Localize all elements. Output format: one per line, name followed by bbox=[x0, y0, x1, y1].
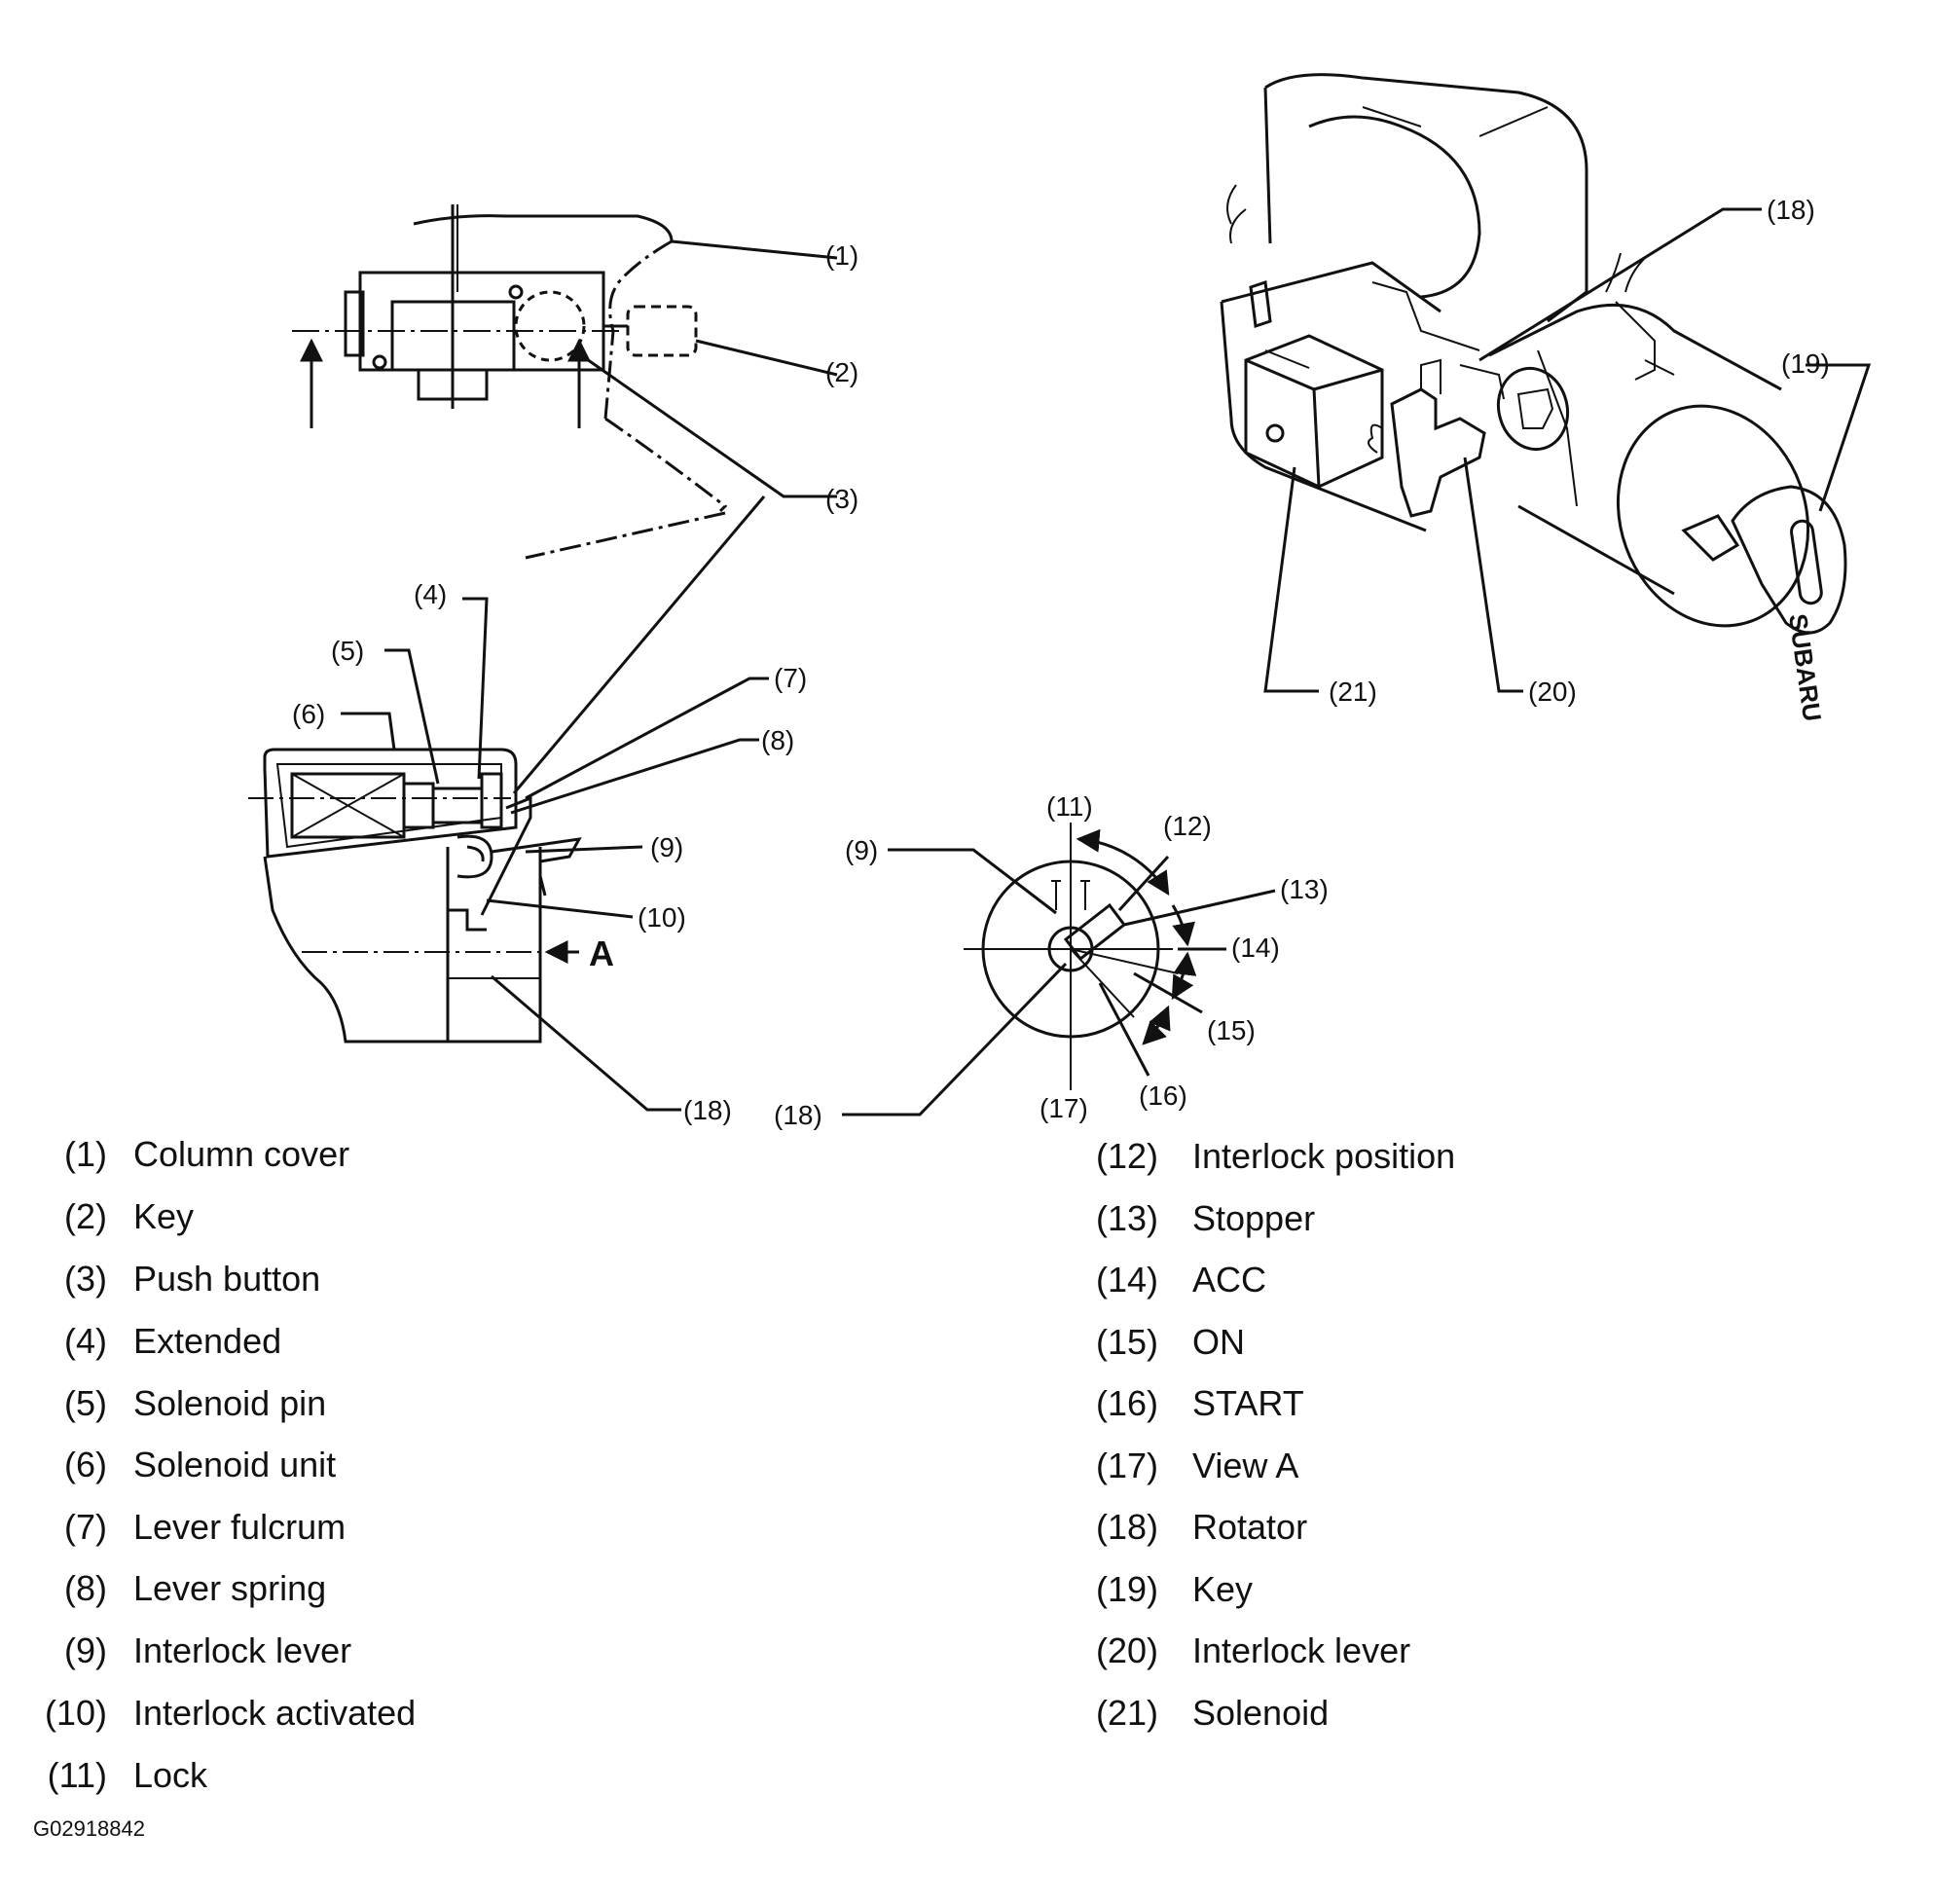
legend-num: (2) bbox=[64, 1196, 107, 1236]
dial-callout-11: (11) bbox=[1046, 791, 1093, 822]
legend-num: (16) bbox=[1095, 1383, 1158, 1423]
leader-4 bbox=[462, 597, 489, 780]
leader-a18 bbox=[1478, 207, 1762, 362]
dial-callout-12: (12) bbox=[1163, 811, 1212, 841]
leader-a21 bbox=[1263, 466, 1319, 693]
legend-label: ACC bbox=[1192, 1260, 1267, 1300]
legend-label: Lever spring bbox=[133, 1568, 327, 1608]
callout-2: (2) bbox=[825, 357, 858, 387]
legend-label: Interlock lever bbox=[1192, 1630, 1411, 1670]
legend-label: ON bbox=[1192, 1322, 1245, 1362]
callout-6: (6) bbox=[292, 699, 325, 729]
leader-a20 bbox=[1463, 457, 1523, 693]
legend-num: (19) bbox=[1095, 1569, 1158, 1609]
legend-label: Column cover bbox=[133, 1134, 350, 1174]
legend-label: Solenoid unit bbox=[133, 1445, 337, 1484]
legend-label: Solenoid bbox=[1192, 1693, 1330, 1733]
callout-8: (8) bbox=[761, 725, 794, 755]
legend-label: Key bbox=[133, 1196, 195, 1236]
legend-num: (17) bbox=[1095, 1446, 1158, 1485]
leader-3a bbox=[573, 348, 837, 498]
callout-7: (7) bbox=[774, 663, 807, 693]
legend-num: (3) bbox=[64, 1259, 107, 1299]
solenoid-detail-view bbox=[248, 495, 769, 1112]
callout-10: (10) bbox=[638, 902, 686, 933]
legend-num: (1) bbox=[64, 1134, 107, 1174]
callout-18a: (18) bbox=[683, 1095, 732, 1125]
callout-3: (3) bbox=[825, 484, 858, 514]
legend-label: Push button bbox=[133, 1259, 321, 1299]
leader-d13 bbox=[1123, 889, 1276, 927]
leader-18a bbox=[491, 974, 681, 1112]
leader-9 bbox=[525, 845, 643, 854]
assembly-callout-20: (20) bbox=[1528, 677, 1577, 707]
leader-d12 bbox=[1117, 855, 1170, 912]
legend-label: Interlock lever bbox=[133, 1630, 352, 1670]
legend-label: Stopper bbox=[1192, 1198, 1316, 1238]
legend-num: (18) bbox=[1095, 1507, 1158, 1547]
key-position-dial bbox=[842, 823, 1276, 1117]
dial-callout-18: (18) bbox=[774, 1100, 822, 1130]
leader-d9 bbox=[888, 848, 1057, 915]
legend-num: (15) bbox=[1095, 1322, 1158, 1362]
callout-5: (5) bbox=[331, 636, 364, 666]
legend-label: Key bbox=[1192, 1569, 1254, 1609]
assembly-callout-19: (19) bbox=[1781, 348, 1830, 379]
legend-num: (5) bbox=[64, 1383, 107, 1423]
dial-callout-14: (14) bbox=[1231, 933, 1280, 963]
legend-label: START bbox=[1192, 1383, 1304, 1423]
leader-d16 bbox=[1098, 982, 1150, 1077]
legend-label: Extended bbox=[133, 1321, 282, 1361]
dial-callout-17: (17) bbox=[1040, 1093, 1088, 1123]
leader-7 bbox=[525, 677, 769, 800]
legend-num: (13) bbox=[1095, 1198, 1158, 1238]
legend-num: (6) bbox=[64, 1445, 107, 1484]
leader-6 bbox=[341, 712, 396, 751]
assembly-callout-18: (18) bbox=[1767, 195, 1815, 225]
legend-label: Solenoid pin bbox=[133, 1383, 327, 1423]
legend-num: (10) bbox=[44, 1693, 107, 1733]
leader-5 bbox=[384, 648, 440, 785]
dial-callout-16: (16) bbox=[1139, 1080, 1187, 1111]
legend-label: Lock bbox=[133, 1755, 208, 1795]
callout-1: (1) bbox=[825, 240, 858, 271]
column-section-view bbox=[292, 204, 838, 560]
callout-4: (4) bbox=[414, 579, 447, 609]
legend-num: (12) bbox=[1095, 1136, 1158, 1176]
leader-a19 bbox=[1806, 363, 1872, 512]
legend-num: (4) bbox=[64, 1321, 107, 1361]
leader-8 bbox=[510, 738, 759, 815]
legend-num: (20) bbox=[1095, 1630, 1158, 1670]
leader-d15 bbox=[1133, 971, 1203, 1014]
callout-9: (9) bbox=[650, 832, 683, 862]
dial-callout-13: (13) bbox=[1280, 874, 1329, 904]
leader-10 bbox=[486, 898, 634, 919]
legend-label: Interlock activated bbox=[133, 1693, 417, 1733]
legend-num: (14) bbox=[1095, 1260, 1158, 1300]
legend-num: (11) bbox=[47, 1755, 107, 1795]
view-a-marker: A bbox=[589, 934, 614, 973]
leader-3b bbox=[512, 495, 766, 794]
legend-num: (9) bbox=[64, 1630, 107, 1670]
legend-num: (7) bbox=[64, 1507, 107, 1547]
legend-num: (21) bbox=[1095, 1693, 1158, 1733]
legend-label: Rotator bbox=[1192, 1507, 1308, 1547]
assembly-callout-21: (21) bbox=[1329, 677, 1377, 707]
figure-id: G02918842 bbox=[33, 1816, 145, 1841]
lock-assembly-view bbox=[1220, 73, 1872, 693]
legend-label: Lever fulcrum bbox=[133, 1507, 347, 1547]
dial-callout-15: (15) bbox=[1207, 1015, 1256, 1045]
leader-2 bbox=[695, 339, 838, 377]
leader-1 bbox=[671, 239, 838, 260]
legend-label: View A bbox=[1192, 1446, 1299, 1485]
legend-num: (8) bbox=[64, 1568, 107, 1608]
leader-d18 bbox=[842, 962, 1068, 1117]
dial-callout-9: (9) bbox=[845, 835, 878, 865]
legend-label: Interlock position bbox=[1192, 1136, 1456, 1176]
